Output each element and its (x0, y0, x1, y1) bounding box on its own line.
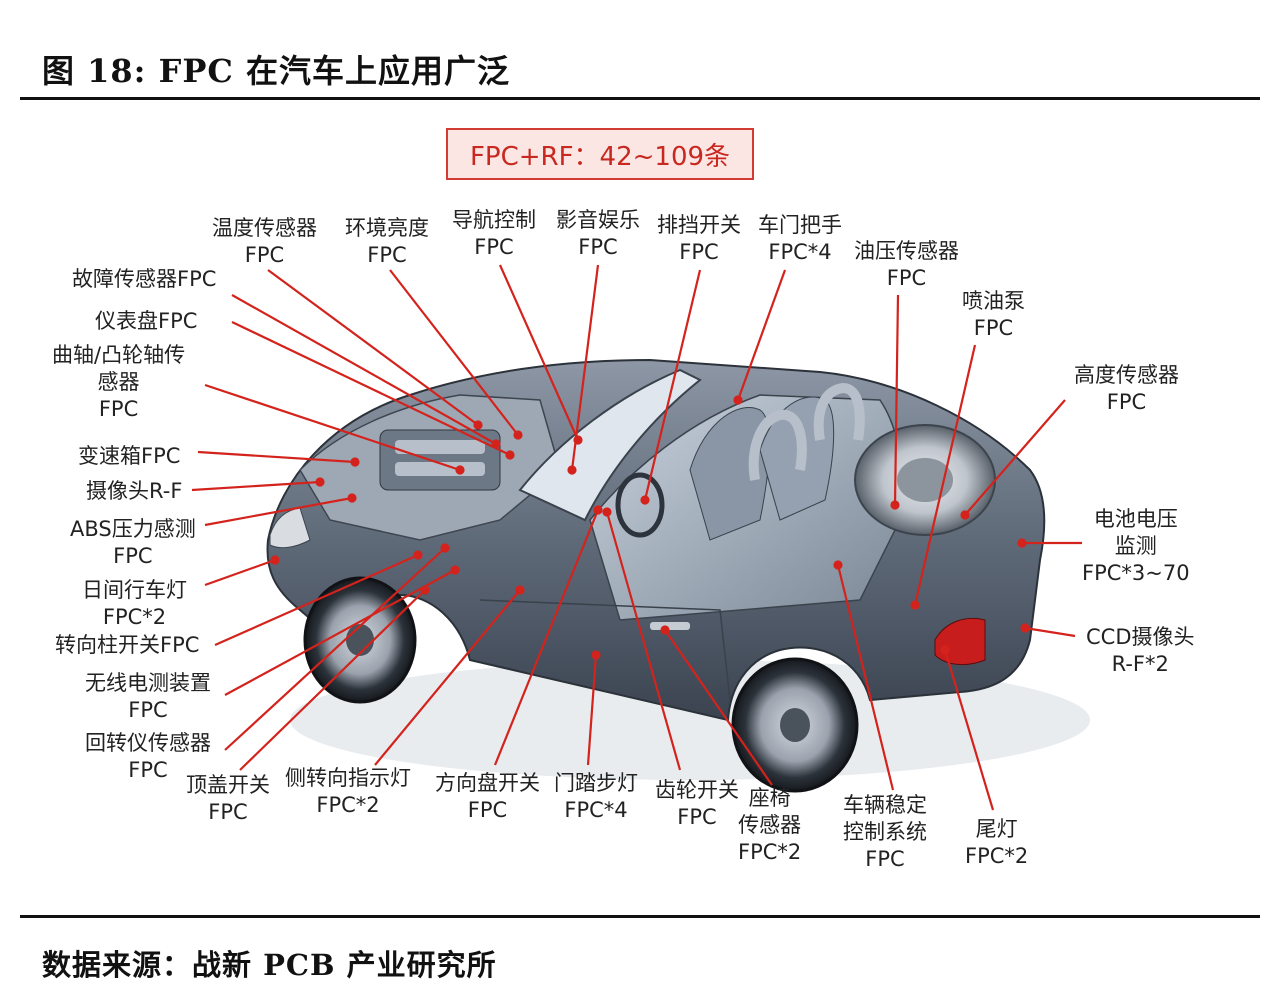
top-rule (20, 97, 1260, 100)
label-instrument-panel: 仪表盘FPC (95, 309, 198, 333)
headlight (269, 507, 311, 549)
leader-lines (191, 264, 1082, 811)
windshield (518, 368, 702, 522)
figure-title: 图 18: FPC 在汽车上应用广泛 (42, 52, 511, 90)
label-camera-rf: 摄像头R-F (86, 479, 183, 503)
source-note: 数据来源：战新 PCB 产业研究所 (42, 948, 497, 982)
door-handle (650, 622, 690, 630)
label-steering-column-switch: 转向柱开关FPC (55, 633, 200, 657)
bottom-rule (20, 915, 1260, 918)
seat-left (689, 407, 770, 541)
label-fault-sensor: 故障传感器FPC (72, 267, 217, 291)
engine-block (379, 429, 501, 491)
steering-wheel (615, 472, 665, 538)
fpc-count-banner: FPC+RF：42~109条 (446, 128, 754, 180)
label-gearbox: 变速箱FPC (78, 444, 181, 468)
